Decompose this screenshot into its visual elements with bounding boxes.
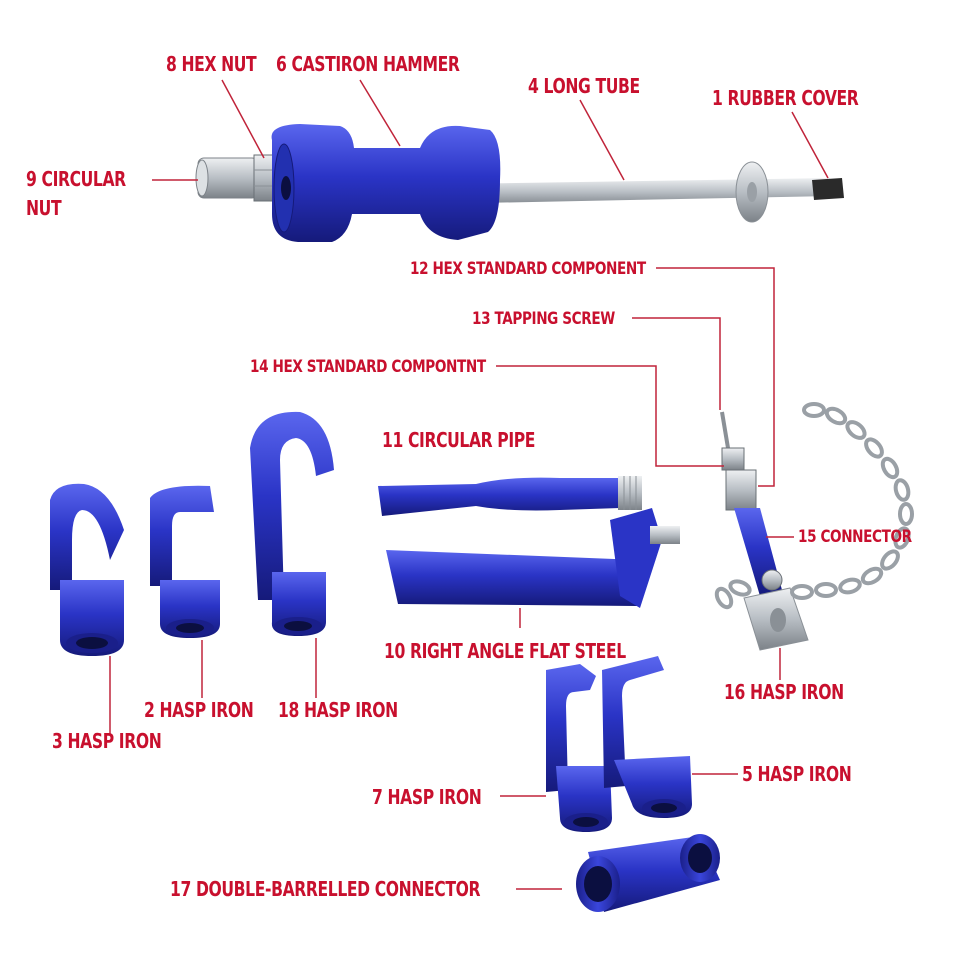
label-circular-nut-9-line2: NUT [26,196,62,220]
label-hasp-iron-3: 3 HASP IRON [52,729,162,753]
leader-tapping-screw [632,317,721,410]
leader-long-tube [579,99,625,181]
hasp-iron-2-part [150,485,220,638]
label-castiron-hammer-6: 6 CASTIRON HAMMER [276,52,460,76]
label-right-angle-flat-steel-10: 10 RIGHT ANGLE FLAT STEEL [384,639,626,663]
double-barrelled-connector-part [576,834,720,912]
label-tapping-screw-13: 13 TAPPING SCREW [472,309,615,329]
label-hasp-iron-18: 18 HASP IRON [278,698,398,722]
label-double-barrelled-connector-17: 17 DOUBLE-BARRELLED CONNECTOR [170,877,481,901]
hasp-iron-18-part [250,411,334,636]
label-hasp-iron-7: 7 HASP IRON [372,785,482,809]
label-hasp-iron-5: 5 HASP IRON [742,762,852,786]
label-hasp-iron-2: 2 HASP IRON [144,698,254,722]
label-hex-standard-compontnt-14: 14 HEX STANDARD COMPONTNT [250,357,486,377]
label-connector-15: 15 CONNECTOR [798,527,912,547]
label-rubber-cover-1: 1 RUBBER COVER [712,86,859,110]
slide-hammer-assembly [195,124,844,242]
leader-hex-nut [221,79,265,159]
label-hasp-iron-16: 16 HASP IRON [724,680,844,704]
label-circular-pipe-11: 11 CIRCULAR PIPE [382,428,536,452]
label-circular-nut-9-line1: 9 CIRCULAR [26,167,126,191]
leader-rubber-cover [791,111,829,179]
chain-connector-assembly [714,402,914,651]
leader-hex-std-14 [496,365,724,467]
flat-steel-part [386,508,680,608]
leader-hammer [359,79,401,147]
hasp-iron-5-part [602,656,692,818]
label-hex-nut-8: 8 HEX NUT [166,52,257,76]
leader-hex-std-12 [656,267,775,487]
rubber-cover [812,178,844,200]
castiron-hammer [271,124,501,242]
label-hex-standard-component-12: 12 HEX STANDARD COMPONENT [410,259,646,279]
label-long-tube-4: 4 LONG TUBE [528,74,640,98]
leader-lines [109,79,829,890]
hasp-iron-7-part [546,664,612,832]
circular-pipe-part [378,476,642,516]
hasp-iron-3-part [50,483,124,656]
